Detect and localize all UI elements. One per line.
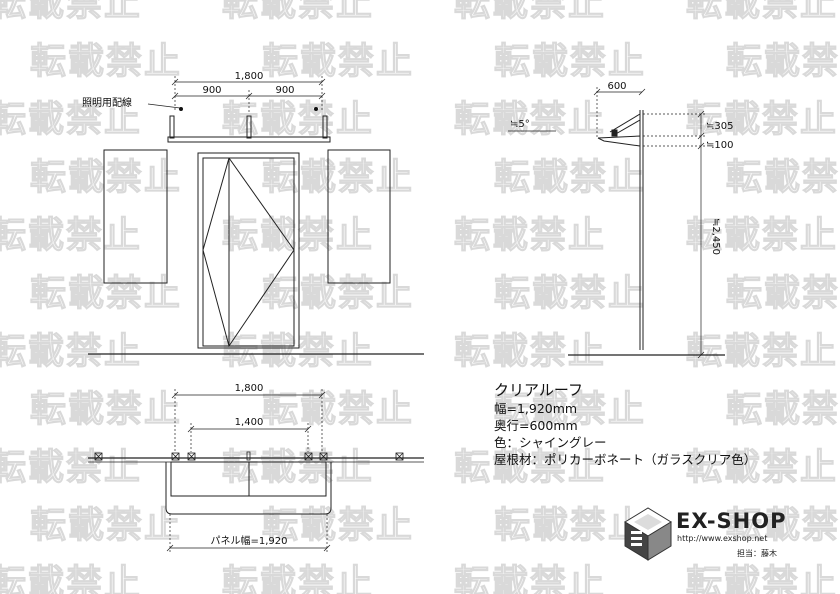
side-height-3: ≒2,450 <box>710 218 721 255</box>
wiring-leader <box>147 103 181 109</box>
side-height-2: ≒100 <box>706 140 733 151</box>
door <box>197 152 300 349</box>
lighting-wiring-label: 照明用配線 <box>82 96 132 109</box>
side-slope-label: ≒5° <box>510 119 530 130</box>
spec-width: 幅=1,920mm <box>494 401 578 416</box>
plan-anchors <box>94 451 404 461</box>
side-depth-label: 600 <box>607 81 626 92</box>
spec-roof-material: 屋根材：ポリカーボネート（ガラスクリア色） <box>494 452 757 467</box>
spec-color: 色：シャイングレー <box>494 435 607 450</box>
canopy-section <box>597 113 641 147</box>
spec-block: クリアルーフ 幅=1,920mm 奥行=600mm 色：シャイングレー 屋根材：… <box>494 380 834 468</box>
canopy-plan <box>165 461 332 515</box>
canopy-front <box>167 115 331 143</box>
front-dim-right: 900 <box>275 85 294 96</box>
plan-dimension-lines <box>166 389 331 553</box>
front-dim-total: 1,800 <box>235 71 264 82</box>
plan-view <box>88 389 424 553</box>
side-dimension-lines <box>508 87 705 359</box>
wiring-point-right <box>314 107 318 111</box>
spec-depth: 奥行=600mm <box>494 418 578 433</box>
front-dimension-lines <box>171 76 326 112</box>
ex-shop-logo: EX-SHOP http://www.exshop.net 担当：藤木 <box>620 505 820 565</box>
window-left <box>103 149 168 284</box>
plan-dim-total: 1,800 <box>235 383 264 394</box>
plan-dim-inner: 1,400 <box>235 417 264 428</box>
side-elevation <box>508 87 725 359</box>
logo-brand-text: EX-SHOP <box>676 509 787 533</box>
window-right <box>327 149 391 284</box>
product-title: クリアルーフ <box>494 381 583 399</box>
panel-width-label: パネル幅=1,920 <box>210 534 287 547</box>
ex-shop-logo-mark <box>624 507 672 561</box>
logo-staff: 担当：藤木 <box>737 549 777 558</box>
side-height-1: ≒305 <box>706 121 733 132</box>
logo-url: http://www.exshop.net <box>677 534 768 543</box>
front-dim-left: 900 <box>202 85 221 96</box>
front-elevation <box>88 76 424 355</box>
